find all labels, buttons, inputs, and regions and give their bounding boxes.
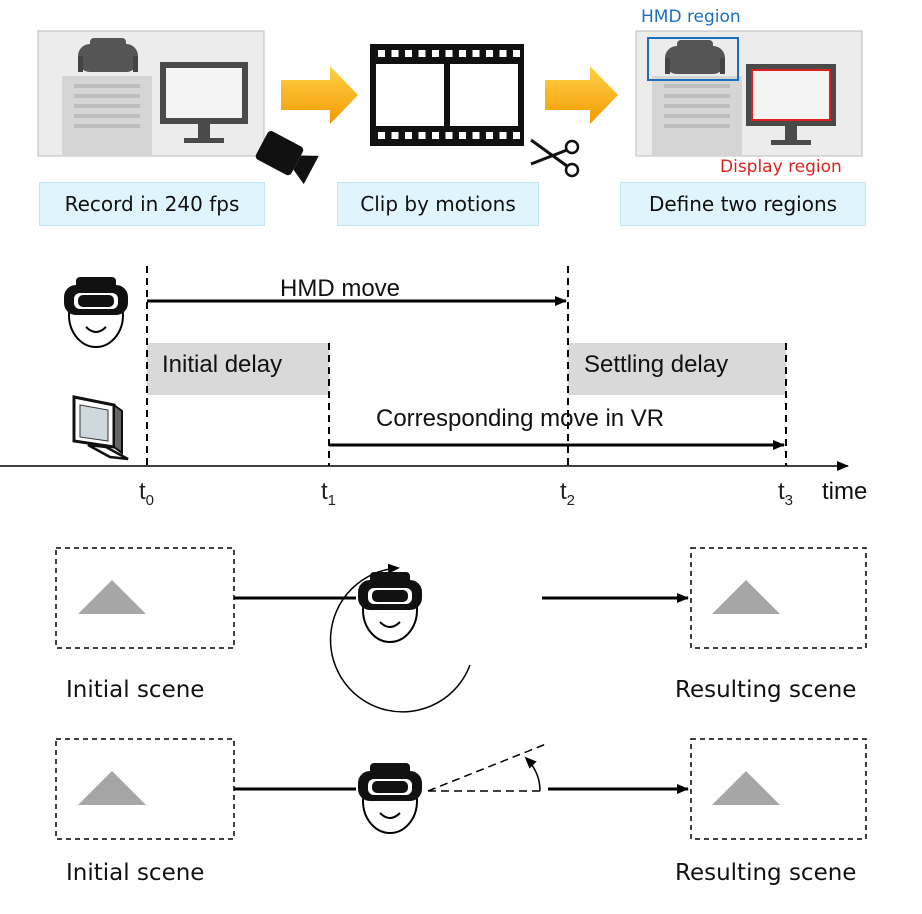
scene-triangle (712, 771, 780, 805)
regions-panel (635, 30, 863, 157)
corresponding-move-label: Corresponding move in VR (376, 405, 665, 432)
time-axis-label: time (822, 478, 868, 505)
film-perforation (472, 50, 480, 57)
step-label-define: Define two regions (620, 182, 866, 226)
film-perforation (405, 132, 412, 139)
film-perforation (391, 50, 399, 57)
monitor-icon (160, 62, 248, 143)
scissors-icon (530, 138, 580, 178)
orange-arrow-2 (545, 66, 618, 124)
film-perforation (499, 132, 507, 139)
hmd-region-label: HMD region (641, 7, 741, 27)
film-perforation (486, 50, 493, 57)
resulting-scene-box-2 (690, 738, 867, 840)
hmd-region-box (647, 37, 739, 81)
film-strip-icon (370, 44, 524, 146)
monitor-icon (72, 395, 129, 461)
resulting-scene-label-1: Resulting scene (675, 677, 857, 703)
settling-delay-band (568, 343, 786, 395)
tick-t3: t3 (778, 478, 794, 509)
scene-triangle (78, 580, 146, 614)
hmd-user-icon (63, 276, 129, 348)
film-perforation (459, 132, 466, 139)
tick-t0: t0 (139, 478, 155, 509)
initial-scene-label-2: Initial scene (66, 860, 205, 886)
initial-delay-band (147, 343, 329, 395)
film-perforation (472, 132, 480, 139)
film-perforation (418, 50, 426, 57)
hmd-user-icon (357, 571, 423, 643)
film-perforation (391, 132, 399, 139)
camera-icon (255, 131, 319, 185)
film-perforation (513, 132, 520, 139)
tick-t2: t2 (560, 478, 576, 509)
initial-delay-label: Initial delay (162, 351, 283, 378)
film-perforation (459, 50, 466, 57)
hmd-move-label: HMD move (280, 275, 401, 302)
resulting-scene-label-2: Resulting scene (675, 860, 857, 886)
orange-arrow-1 (281, 66, 358, 124)
tick-t1: t1 (321, 478, 337, 509)
tilt-line (427, 743, 547, 792)
hmd-user-icon (357, 762, 423, 834)
step-label-record: Record in 240 fps (39, 182, 265, 226)
film-perforation (445, 132, 453, 139)
film-perforation (432, 132, 439, 139)
film-perforation (378, 50, 385, 57)
step-label-clip: Clip by motions (337, 182, 539, 226)
film-perforation (378, 132, 385, 139)
film-perforation (486, 132, 493, 139)
film-perforation (445, 50, 453, 57)
display-region-label: Display region (720, 157, 842, 177)
person-body-icon (652, 76, 742, 156)
person-body-icon (62, 76, 152, 156)
film-perforation (418, 132, 426, 139)
film-perforation (405, 50, 412, 57)
rotation-circle-arrow (329, 563, 471, 713)
resulting-scene-box-1 (690, 547, 867, 649)
film-perforation (499, 50, 507, 57)
monitor-icon (746, 64, 836, 145)
tilt-angle-arrow (524, 756, 541, 792)
initial-scene-box-2 (55, 738, 235, 840)
scene-triangle (78, 771, 146, 805)
initial-scene-label-1: Initial scene (66, 677, 205, 703)
film-perforation (432, 50, 439, 57)
record-panel (37, 30, 319, 185)
initial-scene-box-1 (55, 547, 235, 649)
settling-delay-label: Settling delay (584, 351, 729, 378)
scene-triangle (712, 580, 780, 614)
film-perforation (513, 50, 520, 57)
